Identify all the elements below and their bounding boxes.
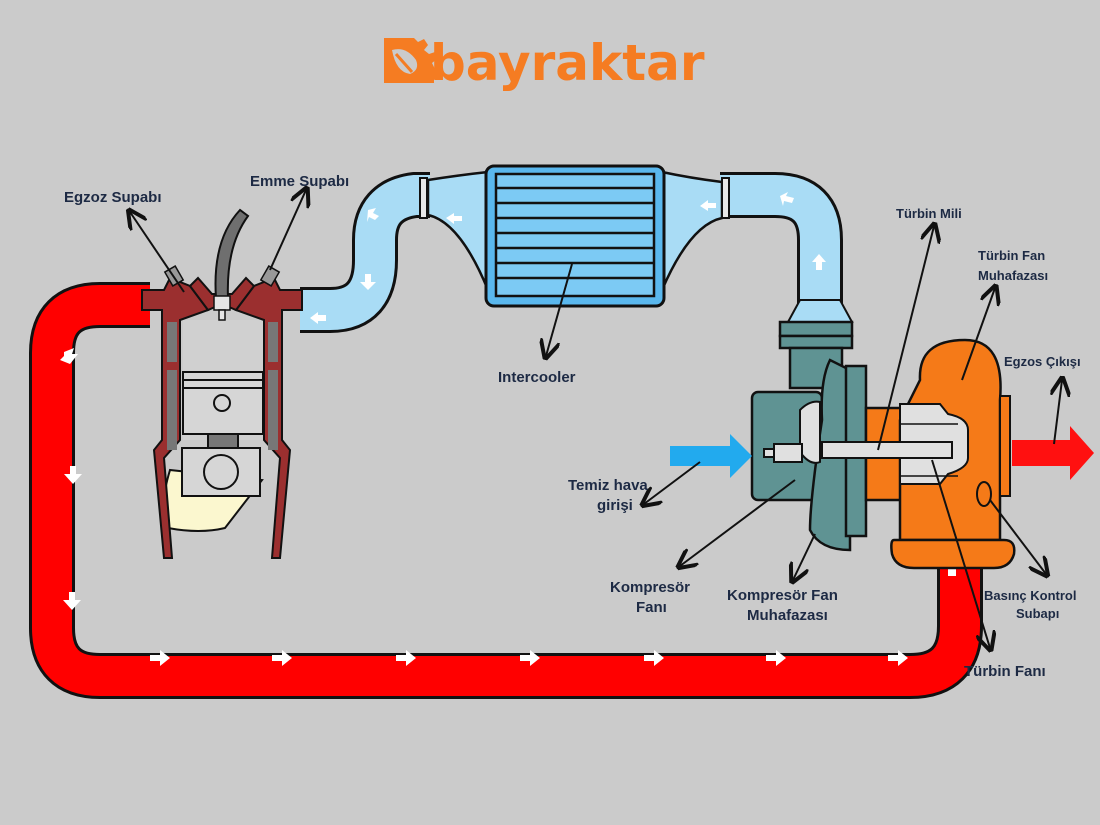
label-pressure-valve-line1: Basınç Kontrol xyxy=(984,588,1076,603)
labels: Egzoz Supabı Emme Supabı Intercooler Tür… xyxy=(64,173,1081,680)
brand-logo: bayraktar xyxy=(384,34,705,92)
label-compressor-housing-line1: Kompresör Fan xyxy=(727,587,838,604)
label-compressor-fan-line1: Kompresör xyxy=(610,579,690,596)
label-fresh-air-line1: Temiz hava xyxy=(568,477,648,494)
turbine xyxy=(821,338,1016,570)
engine-cylinder xyxy=(141,208,303,559)
fresh-air-arrow xyxy=(670,434,752,478)
intake-pipe-right xyxy=(660,170,854,330)
leader-lines xyxy=(130,190,1062,648)
exhaust-flow-arrows xyxy=(60,348,956,666)
label-compressor-housing-line2: Muhafazası xyxy=(747,607,828,624)
brand-name: bayraktar xyxy=(430,34,705,92)
label-exhaust-outlet: Egzos Çıkışı xyxy=(1004,354,1081,369)
exhaust-outlet-arrow xyxy=(1012,426,1094,480)
label-intake-valve: Emme Supabı xyxy=(250,173,349,190)
exhaust-pipe xyxy=(29,282,983,699)
intake-pipe-left xyxy=(300,170,490,333)
label-pressure-valve-line2: Subapı xyxy=(1016,606,1059,621)
label-compressor-fan-line2: Fanı xyxy=(636,599,667,616)
label-turbine-fan: Türbin Fanı xyxy=(964,663,1046,680)
compressor xyxy=(750,320,868,552)
label-fresh-air-line2: girişi xyxy=(597,497,633,514)
intercooler xyxy=(484,164,666,308)
label-turbine-shaft: Türbin Mili xyxy=(896,206,962,221)
label-turbine-fan-housing-line2: Muhafazası xyxy=(978,268,1048,283)
label-exhaust-valve: Egzoz Supabı xyxy=(64,189,162,206)
gear-leaf-logo-icon xyxy=(384,38,441,83)
label-turbine-fan-housing-line1: Türbin Fan xyxy=(978,248,1045,263)
label-intercooler: Intercooler xyxy=(498,369,576,386)
